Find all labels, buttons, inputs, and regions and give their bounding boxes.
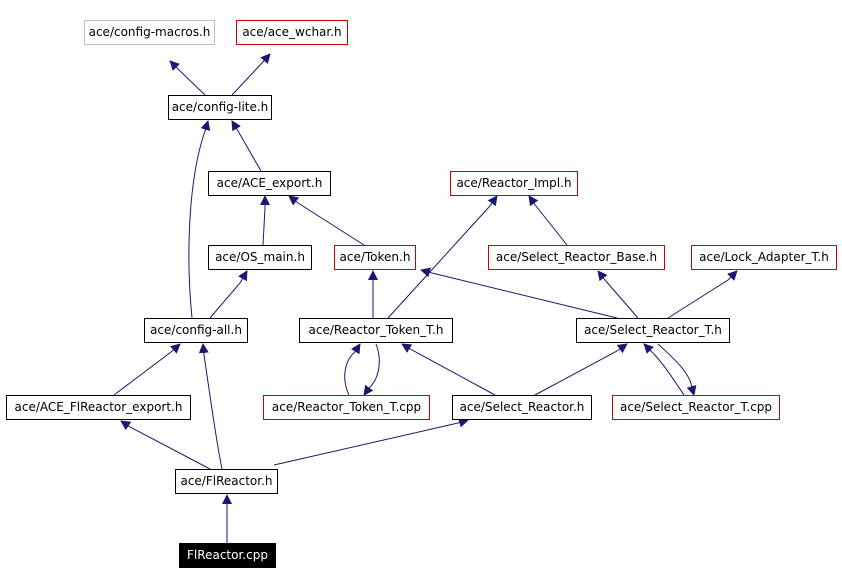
edge-config-all-to-os-main bbox=[209, 270, 248, 319]
node-flreactor-cpp: FlReactor.cpp bbox=[179, 543, 276, 568]
edge-select-reactor-t-to-lock-adapter bbox=[667, 270, 738, 319]
node-flreactor-h[interactable]: ace/FlReactor.h bbox=[175, 469, 278, 494]
node-select-reactor[interactable]: ace/Select_Reactor.h bbox=[452, 395, 592, 420]
node-config-macros[interactable]: ace/config-macros.h bbox=[84, 20, 215, 45]
edge-flreactor-export-to-config-all bbox=[113, 343, 181, 396]
edge-select-reactor-to-reactor-token-t bbox=[401, 343, 496, 396]
node-config-all[interactable]: ace/config-all.h bbox=[144, 318, 248, 343]
edge-ace-export-to-config-lite bbox=[231, 120, 262, 172]
edge-token-to-ace-export bbox=[288, 195, 365, 246]
edge-select-reactor-t-to-select-reactor-base bbox=[597, 270, 639, 319]
edge-flreactor-h-to-select-reactor bbox=[273, 417, 469, 466]
edge-select-reactor-t-cpp-to-select-reactor-t bbox=[643, 343, 685, 396]
node-ace-wchar[interactable]: ace/ace_wchar.h bbox=[236, 20, 348, 45]
edge-config-lite-to-ace-wchar bbox=[231, 53, 271, 96]
node-reactor-token-t-cpp[interactable]: ace/Reactor_Token_T.cpp bbox=[263, 395, 430, 420]
node-ace-export[interactable]: ace/ACE_export.h bbox=[208, 171, 331, 196]
edge-select-reactor-t-to-select-reactor-t-cpp bbox=[657, 343, 697, 396]
edge-config-lite-to-config-macros bbox=[169, 60, 206, 96]
edge-select-reactor-base-to-reactor-impl bbox=[528, 195, 568, 246]
node-os-main[interactable]: ace/OS_main.h bbox=[208, 245, 312, 270]
node-config-lite[interactable]: ace/config-lite.h bbox=[168, 95, 272, 120]
edge-config-all-to-config-lite bbox=[188, 120, 211, 319]
edge-select-reactor-t-to-token bbox=[420, 267, 618, 319]
edge-reactor-token-t-cpp-to-reactor-token-t bbox=[344, 343, 361, 396]
node-token[interactable]: ace/Token.h bbox=[334, 245, 416, 270]
edge-flreactor-h-to-config-all bbox=[198, 343, 223, 470]
edge-os-main-to-ace-export bbox=[260, 195, 270, 246]
node-select-reactor-base[interactable]: ace/Select_Reactor_Base.h bbox=[488, 245, 665, 270]
edge-flreactor-h-to-flreactor-export bbox=[120, 420, 211, 470]
node-lock-adapter[interactable]: ace/Lock_Adapter_T.h bbox=[691, 245, 837, 270]
node-flreactor-export[interactable]: ace/ACE_FlReactor_export.h bbox=[6, 395, 191, 420]
node-reactor-impl[interactable]: ace/Reactor_Impl.h bbox=[450, 171, 578, 196]
node-select-reactor-t[interactable]: ace/Select_Reactor_T.h bbox=[576, 318, 730, 343]
node-select-reactor-t-cpp[interactable]: ace/Select_Reactor_T.cpp bbox=[612, 395, 780, 420]
edge-reactor-token-t-to-reactor-impl bbox=[387, 195, 498, 319]
edge-reactor-token-t-to-reactor-token-t-cpp bbox=[363, 343, 380, 396]
edge-select-reactor-to-select-reactor-t bbox=[534, 343, 628, 396]
node-reactor-token-t[interactable]: ace/Reactor_Token_T.h bbox=[299, 318, 453, 343]
